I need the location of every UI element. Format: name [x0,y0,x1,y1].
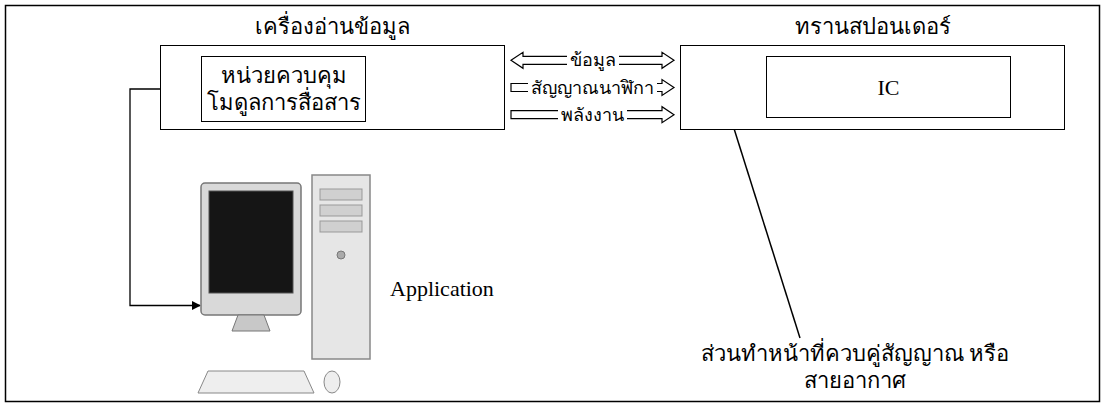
mouse [324,371,340,393]
edge-label: พลังงาน [558,106,627,124]
monitor-stand [232,315,270,331]
monitor-case [201,183,301,315]
box-heading: ทรานสปอนเดอร์ [641,14,1104,40]
keyboard [198,371,314,393]
transponder-box: ทรานสปอนเดอร์IC [680,45,1065,130]
box-text: หน่วยควบคุม โมดูลการสื่อสาร [206,62,361,116]
reader-box: เครื่องอ่านข้อมูลหน่วยควบคุม โมดูลการสื่… [160,45,505,130]
block-arrow [511,80,674,96]
drive-bay [320,205,362,216]
box-text: IC [771,74,1006,101]
power-button [337,251,345,259]
drive-bay [320,221,362,232]
controller-box: หน่วยควบคุม โมดูลการสื่อสาร [201,56,366,122]
leader-line [725,100,800,338]
drive-bay [320,189,362,200]
computer-node: Application [200,175,520,400]
box-heading: เครื่องอ่านข้อมูล [121,14,544,40]
antenna-label: ส่วนทำหน้าที่ควบคู่สัญญาณ หรือสายอากาศ [690,340,1020,394]
edge-label: สัญญาณนาฬิกา [528,79,657,97]
monitor-screen [209,191,293,293]
application-label: Application [390,275,494,302]
tower-case [312,175,370,359]
frame-border [6,6,1100,402]
edge-label: ข้อมูล [567,51,619,69]
ic-box: IC [766,56,1011,118]
